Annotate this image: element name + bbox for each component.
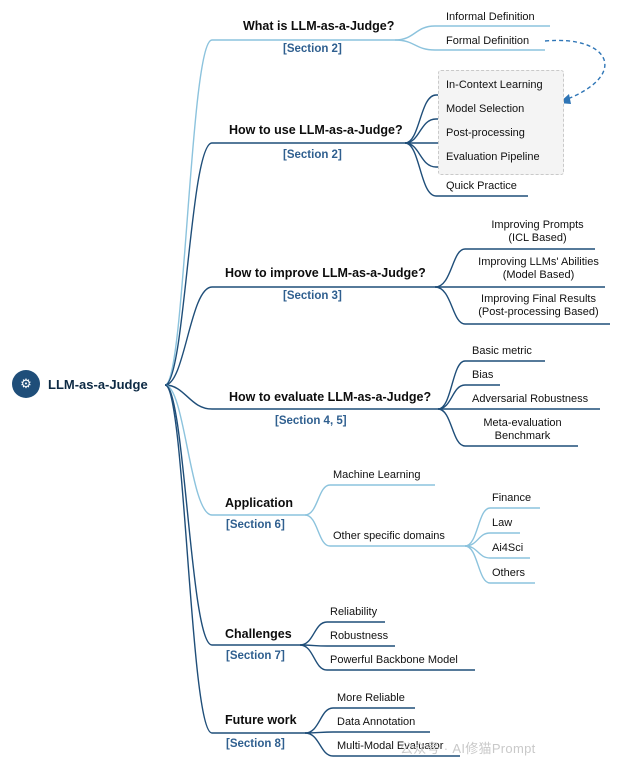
leaf-post-processing: Post-processing (446, 127, 525, 139)
branch-how-eval-title: How to evaluate LLM-as-a-Judge? (229, 390, 432, 404)
branch-how-improve-section: [Section 3] (283, 290, 342, 302)
edge-root-chal (164, 384, 300, 646)
leaf-basic-metric: Basic metric (472, 345, 532, 357)
leaf-powerful-backbone-model: Powerful Backbone Model (330, 654, 458, 666)
branch-challenges-section: [Section 7] (226, 650, 285, 662)
leaf-bias: Bias (472, 369, 494, 381)
branch-application-section: [Section 6] (226, 519, 285, 531)
how-to-use-group-box (438, 70, 564, 175)
branch-challenges-title: Challenges (225, 627, 292, 641)
branch-how-eval-section: [Section 4, 5] (275, 415, 347, 427)
dashed-arrow (544, 39, 606, 101)
branch-what-section: [Section 2] (283, 43, 342, 55)
branch-future-section: [Section 8] (226, 738, 285, 750)
edge-root-what (164, 39, 395, 386)
leaf-model-selection: Model Selection (446, 103, 525, 115)
root-label: LLM-as-a-Judge (48, 377, 148, 392)
leaf-improving-llms-abilities: Improving LLMs' Abilities (Model Based) (478, 256, 599, 281)
leaf-robustness: Robustness (330, 630, 389, 642)
branch-how-use-section: [Section 2] (283, 149, 342, 161)
watermark: 公众号 · AI修猫Prompt (400, 741, 536, 756)
branch-how-use-title: How to use LLM-as-a-Judge? (229, 123, 403, 137)
leaf-law: Law (492, 517, 513, 529)
robot-judge-icon: ⚙ (12, 370, 40, 398)
leaf-ai4sci: Ai4Sci (492, 542, 524, 554)
leaf-others: Others (492, 567, 526, 579)
leaf-finance: Finance (492, 492, 532, 504)
leaf-formal-definition: Formal Definition (446, 35, 530, 47)
edge-root-eval (164, 384, 438, 410)
edge-root-future (164, 384, 305, 734)
leaf-data-annotation: Data Annotation (337, 716, 416, 728)
leaf-multi-modal-evaluator: Multi-Modal Evaluator (337, 740, 444, 752)
leaf-evaluation-pipeline: Evaluation Pipeline (446, 151, 540, 163)
edge-root-improve (164, 286, 435, 386)
leaf-informal-definition: Informal Definition (446, 11, 535, 23)
leaf-quick-practice: Quick Practice (446, 180, 517, 192)
branch-future-title: Future work (225, 713, 297, 727)
leaf-meta-evaluation-benchmark: Meta-evaluation Benchmark (483, 417, 562, 442)
branch-what-title: What is LLM-as-a-Judge? (243, 19, 395, 33)
branch-how-improve-title: How to improve LLM-as-a-Judge? (225, 266, 426, 280)
leaf-other-specific-domains: Other specific domains (333, 530, 445, 542)
leaf-improving-final-results: Improving Final Results (Post-processing… (478, 293, 599, 318)
leaf-reliability: Reliability (330, 606, 378, 618)
leaf-in-context-learning: In-Context Learning (446, 79, 543, 91)
leaf-improving-prompts: Improving Prompts (ICL Based) (491, 219, 584, 244)
leaf-machine-learning: Machine Learning (333, 469, 421, 481)
leaf-adversarial-robustness: Adversarial Robustness (472, 393, 589, 405)
edge-root-app (164, 384, 305, 516)
leaf-more-reliable: More Reliable (337, 692, 405, 704)
branch-application-title: Application (225, 496, 294, 510)
edge-root-howuse (164, 142, 405, 386)
